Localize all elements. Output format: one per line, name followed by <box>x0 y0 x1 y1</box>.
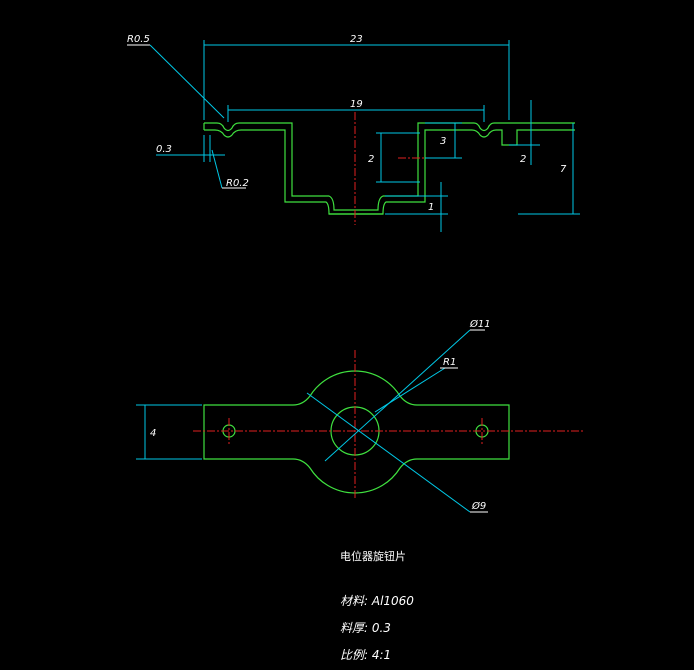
plan-outline <box>203 370 510 494</box>
dim-03-label: 0.3 <box>156 144 172 155</box>
r02-leader <box>211 149 223 189</box>
r05-leader <box>149 44 225 119</box>
section-outline <box>204 122 575 215</box>
section-view: 23 19 R0.5 0.3 R0.2 2 3 1 <box>127 34 580 232</box>
r02-label: R0.2 <box>226 178 249 189</box>
dim-7-label: 7 <box>560 164 567 175</box>
part-title: 电位器旋钮片 <box>340 549 406 563</box>
dim-3-label: 3 <box>440 136 446 147</box>
notes-block: 电位器旋钮片 材料: Al1060 料厚: 0.3 比例: 4:1 <box>340 549 414 662</box>
dim-2-center-label: 2 <box>368 154 374 165</box>
r1-label: R1 <box>443 357 456 368</box>
dia11-label: Ø11 <box>469 318 491 330</box>
dim-2-right-label: 2 <box>520 154 526 165</box>
dia9-label: Ø9 <box>471 500 486 512</box>
scale-note: 比例: 4:1 <box>340 648 391 662</box>
plan-view: Ø11 R1 Ø9 4 <box>136 318 585 513</box>
dia9-leader <box>306 392 471 513</box>
dim-4-label: 4 <box>150 428 156 439</box>
r1-leader <box>374 367 446 413</box>
dim-1-bottom-label: 1 <box>428 202 434 213</box>
r05-label: R0.5 <box>127 34 150 45</box>
dim-23-label: 23 <box>350 34 363 45</box>
material-note: 材料: Al1060 <box>340 594 414 608</box>
thickness-note: 料厚: 0.3 <box>340 621 391 635</box>
dim-19-label: 19 <box>350 99 363 110</box>
dia11-leader <box>324 329 471 462</box>
